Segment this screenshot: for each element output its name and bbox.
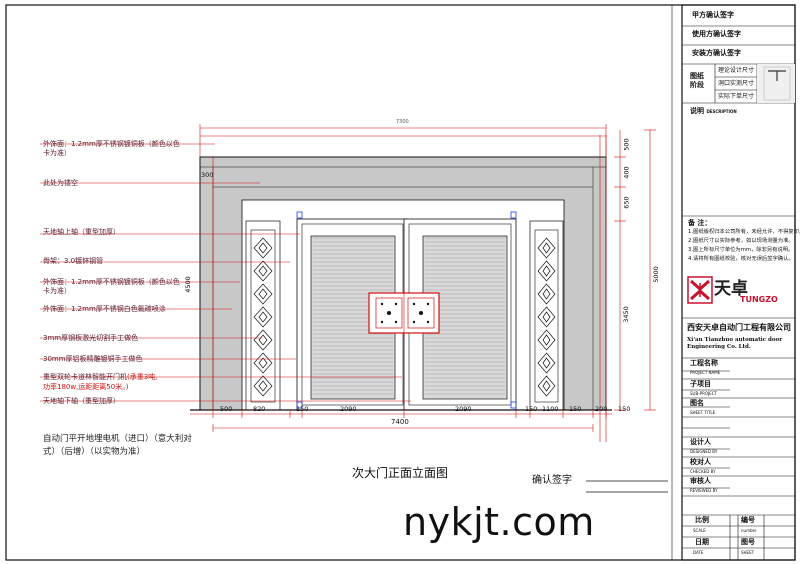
right-total: 5000 [651, 266, 660, 283]
callout-opener-spec: 功率180w,运距距离50米。) [43, 383, 129, 391]
left-lattice-pattern [253, 237, 273, 397]
callout-hollow: 此处为镂空 [43, 179, 78, 187]
top-dim: 7300 [396, 119, 409, 125]
notes-head: 备 注： [688, 219, 712, 227]
callout-laser-plate: 3mm厚钢板激光切割手工做色 [43, 334, 139, 342]
callout-opener: 重型双轮卡道林智能开门机(承重3吨, [43, 373, 157, 382]
right-dim-400: 400 [622, 166, 631, 179]
lattice-motif [253, 375, 273, 397]
bottom-dim: 150 [525, 405, 538, 413]
lattice-motif [537, 237, 556, 259]
number-cn: 编号 [741, 516, 755, 524]
sign-party-a: 甲方确认签字 [692, 11, 734, 19]
stage-item-3: 实际下单尺寸 [718, 93, 755, 100]
desc-cn: 说明 [690, 107, 704, 115]
note-item: 1.图纸版权归本公司所有，未经允许，不得复印。 [688, 229, 800, 235]
callout-frame-steel: 骨架：3.0镀锌钢管 [43, 257, 104, 265]
right-dim-3450: 3450 [621, 306, 630, 323]
sheet-en: SHEET [741, 550, 755, 555]
row-label-en: DESIGNED BY [690, 449, 718, 454]
bottom-dim: 2090 [340, 405, 357, 413]
scale-cn: 比例 [695, 516, 709, 524]
bottom-dim: 500 [220, 405, 233, 413]
company-logo [687, 276, 713, 304]
right-dim-650: 650 [622, 196, 631, 209]
lattice-motif [253, 329, 273, 351]
desc-label: 说明 DESCRIPTION [690, 108, 737, 115]
row-label-cn: 工程名称 [690, 359, 718, 367]
left-dim-300: 300 [201, 171, 214, 179]
row-label-en: REVIEWED BY [690, 488, 718, 493]
stage-item-2: 洞口实测尺寸 [718, 80, 755, 87]
lattice-motif [537, 375, 556, 397]
lattice-motif [253, 306, 273, 328]
left-dim-4500: 4500 [183, 276, 192, 293]
callout-opener-load: (承重3吨, [127, 373, 158, 381]
logo-cn: 天卓 [714, 279, 748, 299]
callout-bottom-pivot: 天地轴下轴（重型加厚） [43, 397, 120, 405]
callout-top-pivot: 天地轴上轴（重型加厚） [43, 228, 120, 236]
callout-leaders [40, 143, 411, 402]
motor-note: 自动门平开地埋电机（进口）（意大利对式）（后增）（以实物为准） [43, 434, 192, 457]
callout-facing-copper-2: 外饰面：1.2mm厚不锈钢镀铜板（颜色以色卡为准） [43, 278, 180, 295]
row-label-cn: 子项目 [690, 380, 711, 388]
lattice-motif [537, 352, 556, 374]
row-label-cn: 设计人 [690, 438, 711, 446]
row-label-cn: 审核人 [690, 477, 711, 485]
sign-install: 安装方确认签字 [692, 49, 741, 57]
bottom-dim: 150 [569, 405, 582, 413]
sign-user: 使用方确认签字 [692, 30, 741, 38]
row-label-en: SUB-PROJECT [690, 391, 717, 396]
bottom-dim: 150 [296, 405, 309, 413]
bottom-dim: 1100 [542, 405, 559, 413]
logo-en: TUNGZO [740, 295, 778, 304]
bottom-dim: 2090 [455, 405, 472, 413]
callout-facing-white: 外饰面：1.2mm厚不锈钢白色氟碳喷涂 [43, 305, 166, 313]
company-cn: 西安天卓自动门工程有限公司 [687, 323, 791, 332]
sheet-cn: 图号 [741, 538, 755, 546]
note-item: 3.图上所标尺寸单位为mm，除非另有说明。 [688, 247, 794, 253]
right-lattice-pattern [537, 237, 556, 397]
date-cn: 日期 [695, 538, 709, 546]
stage-label: 图纸阶段 [690, 72, 704, 89]
lattice-motif [537, 306, 556, 328]
bottom-dim: 200 [595, 405, 608, 413]
lattice-motif [537, 329, 556, 351]
row-label-cn: 图名 [690, 399, 704, 407]
row-label-cn: 校对人 [690, 458, 711, 466]
watermark: nykjt.com [403, 500, 595, 544]
stage-item-1: 理论设计尺寸 [718, 67, 755, 74]
total-width: 7400 [391, 418, 409, 426]
lattice-motif [253, 283, 273, 305]
desc-en: DESCRIPTION [706, 109, 737, 114]
scale-en: SCALE [693, 528, 706, 533]
confirm-sign-label: 确认签字 [532, 475, 572, 486]
lattice-motif [537, 260, 556, 282]
row-label-en: PROJECT NAME [690, 370, 721, 375]
bottom-dim: 820 [253, 405, 266, 413]
title-block-frame [681, 4, 796, 561]
right-dim-500: 500 [622, 138, 631, 151]
note-item: 2.图纸尺寸以实际参考，如以现场测量为准。 [688, 238, 794, 244]
callout-opener-name: 重型双轮卡道林智能开门机 [43, 373, 127, 381]
note-item: 4.请将所有图纸校验，核对无误后签字确认。 [688, 256, 794, 262]
row-label-en: SHEET TITLE [690, 410, 716, 415]
bottom-dim: 150 [618, 405, 631, 413]
lattice-motif [253, 237, 273, 259]
row-label-en: CHECKED BY [690, 469, 716, 474]
callout-alu-plate: 30mm厚铝板精雕镀铜手工做色 [43, 355, 143, 363]
number-en: number [741, 528, 757, 533]
drawing-title: 次大门正面立面图 [352, 466, 449, 480]
lattice-motif [253, 352, 273, 374]
lattice-motif [537, 283, 556, 305]
lattice-motif [253, 260, 273, 282]
company-en: Xi'an Tianzhuo automatic door Engineerin… [687, 337, 783, 350]
callout-facing-copper: 外饰面：1.2mm厚不锈钢镀铜板（颜色以色卡为准） [43, 140, 180, 157]
date-en: DATE [693, 550, 704, 555]
